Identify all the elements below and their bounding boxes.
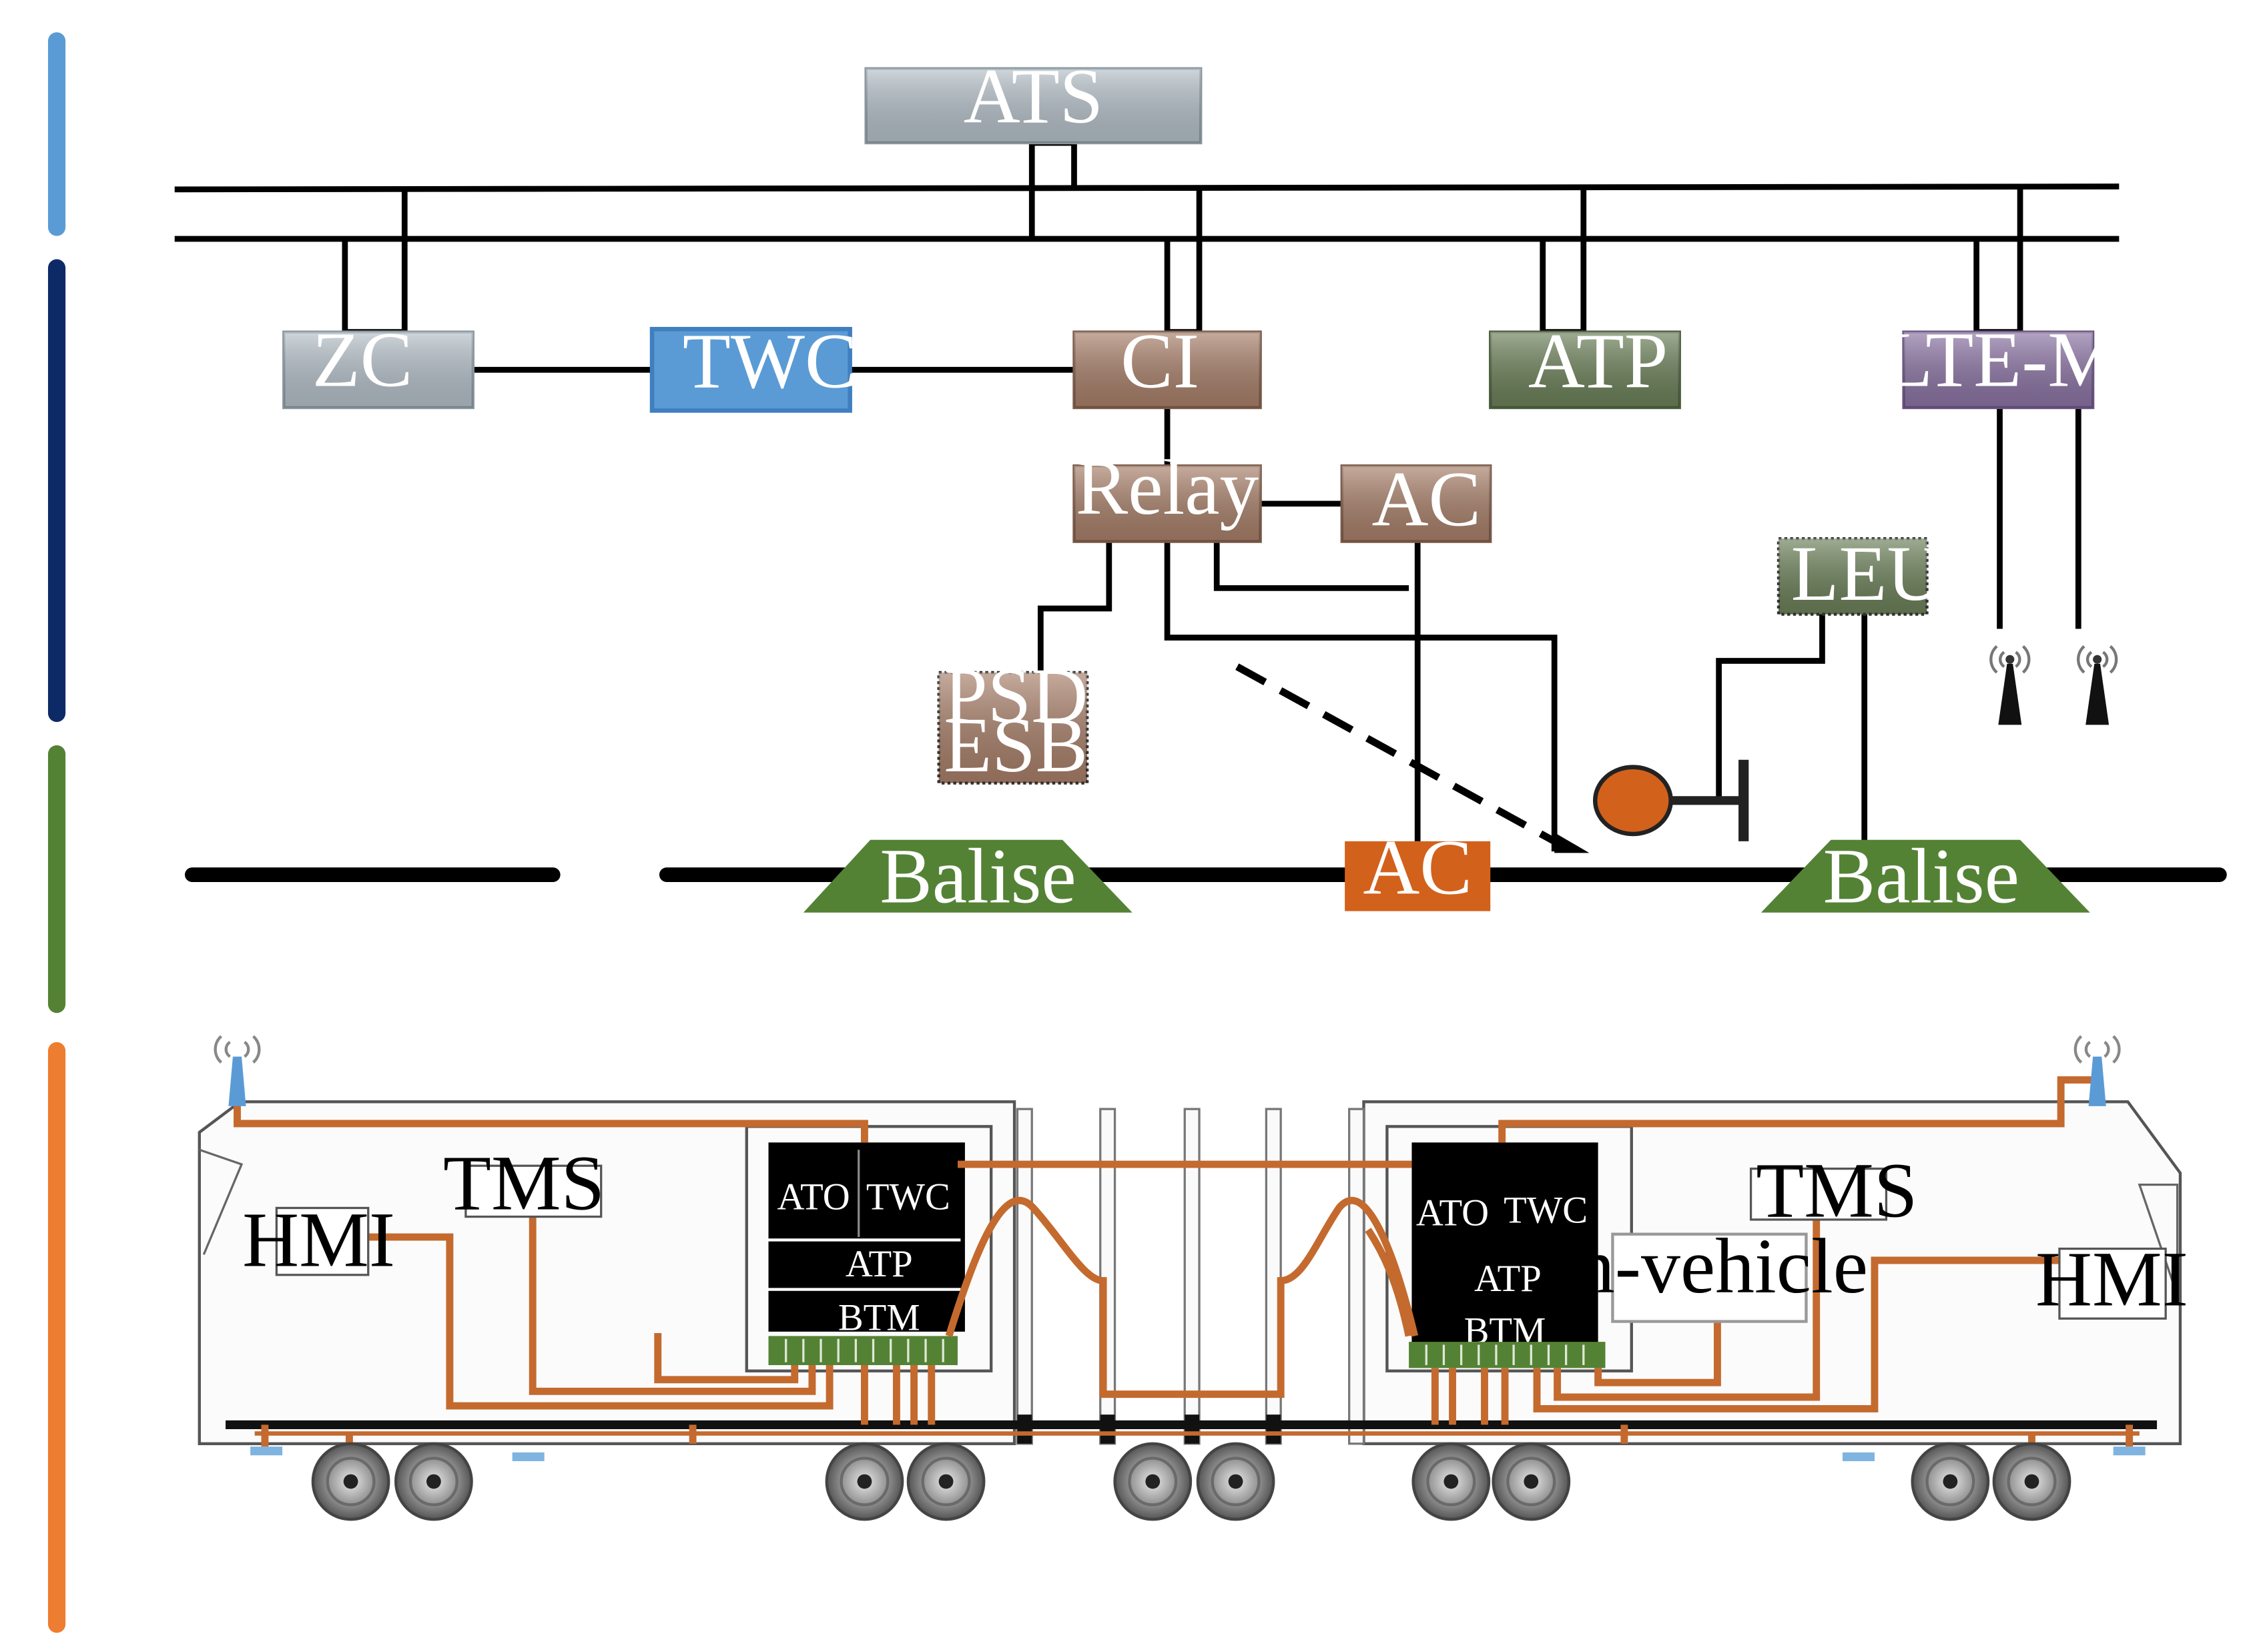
left-twc-label: TWC <box>866 1176 950 1218</box>
wayside-wires <box>472 366 2081 853</box>
layer-bar-track <box>47 745 66 1013</box>
balise-left: Balise <box>803 833 1133 919</box>
right-hmi-label: HMI <box>2035 1236 2188 1323</box>
twc-wayside-label: TWC <box>683 318 858 404</box>
relay-box[interactable]: Relay <box>1072 444 1262 543</box>
ci-label: CI <box>1120 318 1199 404</box>
ats-label: ATS <box>964 53 1103 140</box>
atp-wayside-label: ATP <box>1528 318 1668 404</box>
zc-label: ZC <box>312 316 412 403</box>
antenna-icon <box>214 1035 261 1106</box>
antenna-icon <box>2073 1035 2121 1106</box>
leu-box[interactable]: LEU <box>1777 530 1944 617</box>
lte-m-label: LTE-M <box>1885 316 2118 403</box>
balise-right: Balise <box>1760 833 2090 919</box>
layer-bar-onboard <box>47 1042 66 1633</box>
right-ato-label: ATO <box>1416 1192 1489 1234</box>
ci-box[interactable]: CI <box>1072 318 1262 410</box>
train: ATO TWC ATP BTM ATO TWC ATP BTM <box>198 1035 2188 1519</box>
ac-wayside-box[interactable]: AC <box>1340 456 1492 543</box>
atp-wayside-box[interactable]: ATP <box>1489 318 1681 410</box>
gangway <box>1016 1108 1365 1445</box>
relay-label: Relay <box>1076 444 1259 531</box>
balise-left-label: Balise <box>880 833 1076 919</box>
ac-wayside-label: AC <box>1371 456 1481 543</box>
lte-m-box[interactable]: LTE-M <box>1885 316 2118 410</box>
layer-bar-central <box>47 32 66 236</box>
left-ato-label: ATO <box>777 1176 850 1218</box>
right-onboard-cabinet: ATO TWC ATP BTM <box>1409 1142 1606 1368</box>
signal-icon <box>1592 759 1749 841</box>
twc-wayside-box[interactable]: TWC <box>649 318 858 413</box>
left-btm-label: BTM <box>838 1297 920 1339</box>
right-tms-label: TMS <box>1756 1148 1917 1234</box>
wheelsets <box>313 1444 2069 1519</box>
balise-right-label: Balise <box>1823 833 2019 919</box>
leu-label: LEU <box>1791 530 1944 617</box>
esb-label: ESB <box>944 702 1088 789</box>
right-atp-label: ATP <box>1474 1258 1542 1300</box>
axle-counter-track: AC <box>1345 824 1491 911</box>
psd-label: PSD <box>944 653 1088 739</box>
left-hmi-box[interactable]: HMI <box>242 1197 395 1284</box>
left-atp-label: ATP <box>846 1243 913 1285</box>
left-hmi-label: HMI <box>242 1197 395 1284</box>
left-tms-label: TMS <box>443 1140 605 1227</box>
right-tms-box[interactable]: TMS <box>1749 1148 1918 1234</box>
in-vehicle-label: In-vehicle <box>1550 1223 1868 1310</box>
left-onboard-cabinet: ATO TWC ATP BTM <box>768 1142 965 1366</box>
zc-box[interactable]: ZC <box>282 316 474 410</box>
axle-counter-label: AC <box>1363 824 1472 911</box>
psd-esb-box[interactable]: PSD ESB <box>937 653 1089 789</box>
layer-bar-wayside <box>47 259 66 723</box>
in-vehicle-box[interactable]: In-vehicle <box>1550 1223 1868 1323</box>
backbone-network <box>174 139 2120 335</box>
right-hmi-box[interactable]: HMI <box>2035 1236 2188 1323</box>
antenna-icon <box>1991 647 2029 725</box>
ats-box[interactable]: ATS <box>864 53 1203 145</box>
antenna-icon <box>2078 647 2116 725</box>
left-tms-box[interactable]: TMS <box>443 1140 605 1227</box>
right-twc-label: TWC <box>1504 1189 1588 1231</box>
